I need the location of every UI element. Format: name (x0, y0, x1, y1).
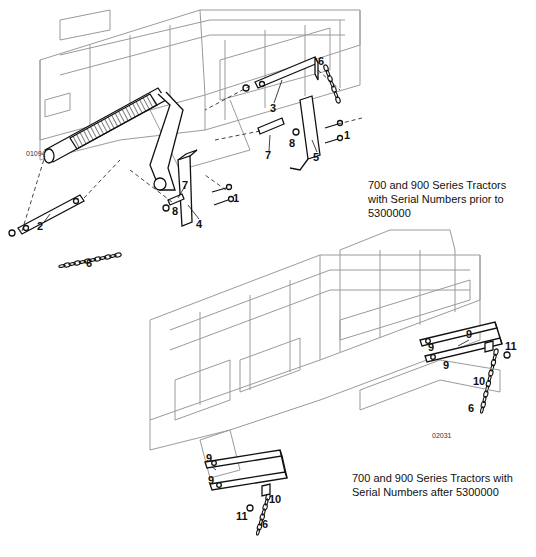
callout-number: 5 (313, 152, 319, 163)
callout-number: 9 (466, 329, 472, 340)
callout-number: 9 (206, 453, 212, 464)
callout-number: 7 (182, 180, 188, 191)
callout-number: 8 (289, 138, 295, 149)
chain-link (59, 264, 66, 268)
callout-number: 9 (443, 360, 449, 371)
callout-number: 6 (262, 519, 268, 530)
callout-number: 2 (37, 221, 43, 232)
drawing-number: 02031 (432, 432, 451, 439)
callout-number: 10 (473, 376, 485, 387)
chain-links (59, 64, 499, 535)
callout-number: 3 (270, 103, 276, 114)
callout-number: 11 (236, 511, 248, 522)
tractor-frame-top (40, 10, 360, 170)
caption-text: 700 and 900 Series Tractors with Serial … (368, 178, 528, 220)
callout-number: 8 (172, 206, 178, 217)
chain-link (480, 407, 484, 414)
callout-number: 11 (505, 341, 517, 352)
callout-number: 6 (86, 258, 92, 269)
assembly-lines-top (22, 70, 362, 231)
callout-number: 1 (233, 193, 239, 204)
drawing-number: 01094 (26, 150, 45, 157)
callout-number: 1 (344, 130, 350, 141)
callout-number: 7 (265, 150, 271, 161)
parts-top (9, 57, 343, 236)
callout-number: 4 (196, 219, 202, 230)
leader-lines (44, 80, 469, 470)
chain-link (256, 529, 260, 536)
callout-number: 9 (428, 342, 434, 353)
callout-number: 10 (269, 494, 281, 505)
caption-text: 700 and 900 Series Tractors with Serial … (352, 471, 520, 499)
callout-number: 9 (208, 475, 214, 486)
callout-number: 6 (468, 403, 474, 414)
chain-link (335, 96, 341, 103)
callout-number: 6 (318, 56, 324, 67)
